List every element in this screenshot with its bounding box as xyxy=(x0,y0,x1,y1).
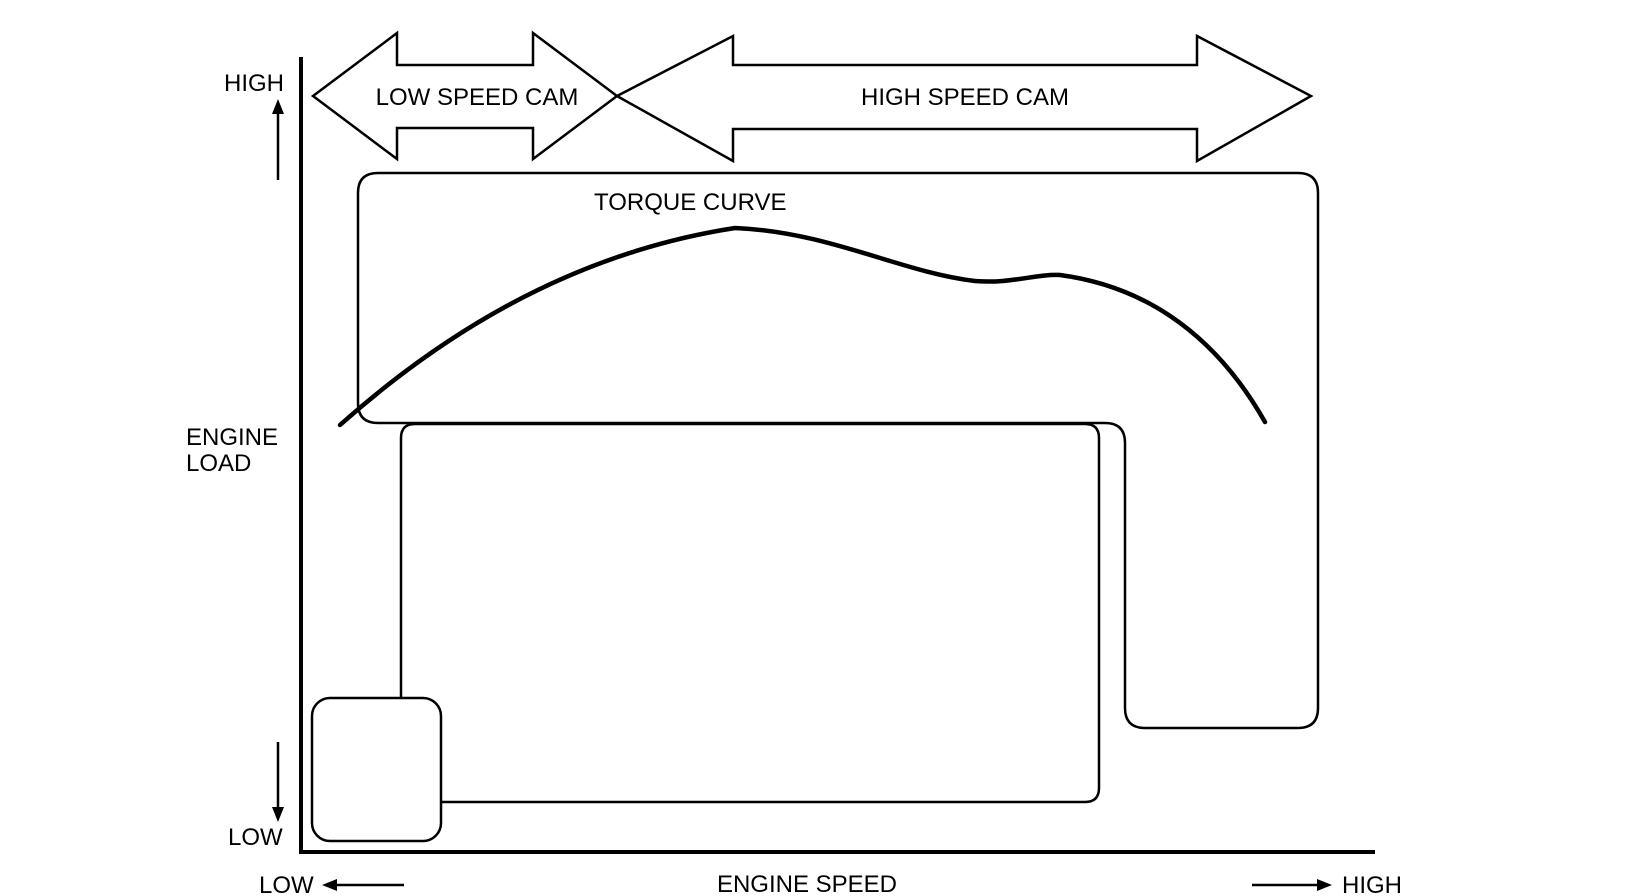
y-axis-up-arrow-icon xyxy=(272,99,284,180)
y-axis-label-line1: ENGINE xyxy=(186,424,278,451)
high-load-region-outline xyxy=(356,171,1320,730)
operating-regions xyxy=(310,171,1320,843)
y-axis-label-line2: LOAD xyxy=(186,450,251,477)
low-speed-cam-label: LOW SPEED CAM xyxy=(376,84,579,111)
y-axis-high-label: HIGH xyxy=(224,70,284,97)
high-speed-cam-label: HIGH SPEED CAM xyxy=(861,84,1069,111)
x-axis-label: ENGINE SPEED xyxy=(717,871,897,896)
torque-curve-line xyxy=(337,225,1268,428)
high-speed-cam-arrow: HIGH SPEED CAM xyxy=(614,33,1314,164)
x-axis-left-arrow-icon xyxy=(322,879,404,891)
mid-load-region-outline xyxy=(399,422,1101,804)
x-axis-right-arrow-icon xyxy=(1252,879,1332,891)
low-load-region-outline xyxy=(310,696,443,843)
torque-curve-label: TORQUE CURVE xyxy=(594,189,786,216)
y-axis-down-arrow-icon xyxy=(272,742,284,822)
x-axis-low-label: LOW xyxy=(259,872,314,896)
low-speed-cam-arrow: LOW SPEED CAM xyxy=(310,30,620,162)
y-axis-low-label: LOW xyxy=(228,824,283,851)
x-axis-high-label: HIGH xyxy=(1342,872,1402,896)
axes xyxy=(299,57,1375,854)
